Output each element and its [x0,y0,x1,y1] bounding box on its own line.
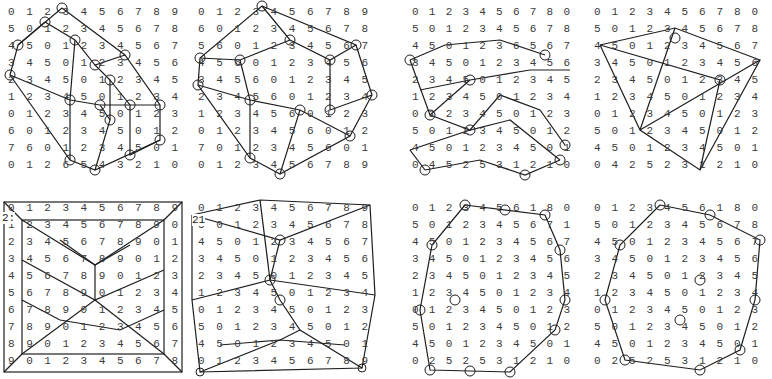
grid-row: 8 9 0 1 2 3 4 5 6 7 [8,338,178,350]
grid-row: 2 3 4 5 6 7 8 9 0 1 [8,236,178,248]
grid-row: 3 4 5 6 0 1 2 3 4 5 [198,74,368,86]
grid-row: 4 5 0 1 2 3 4 5 0 1 [594,142,758,154]
grid-row: 5 0 1 2 3 4 5 6 7 8 [594,219,758,231]
grid-row: 0 1 2 3 4 5 0 1 2 3 [594,304,758,316]
grid-row: 0 1 2 3 4 5 0 1 2 3 [412,304,570,316]
grid-row: 1 2 3 4 5 0 1 2 3 4 [594,91,758,103]
grid-row: 1 2 3 4 5 0 1 2 3 4 [8,91,178,103]
grid-row: 6 0 1 2 3 4 5 0 1 2 [8,125,178,137]
grid-row: 2 3 4 5 0 1 2 3 4 5 [594,270,758,282]
grid-row: 4 5 0 1 2 3 4 5 0 1 [412,142,570,154]
grid-row: 1 2 3 4 5 0 1 2 3 4 [412,91,570,103]
grid-row: 6 7 8 9 0 1 2 3 4 5 [8,304,178,316]
grid-row: 4 5 6 0 1 2 3 4 5 6 [198,57,368,69]
grid-row: 3 4 5 0 1 2 3 4 5 6 [8,57,178,69]
grid-row: 0 2 5 2 5 3 1 2 1 0 [594,355,758,367]
grid-row: 2 3 4 5 0 1 2 3 4 5 [8,74,178,86]
grid-row: 0 4 5 2 5 3 1 2 1 0 [412,159,570,171]
grid-row: 0 4 2 5 2 3 1 2 1 0 [594,159,758,171]
grid-row: 3 4 5 0 1 2 3 4 5 6 [594,57,758,69]
grid-row: 1 2 3 4 5 0 1 2 3 4 [594,287,758,299]
grid-row: 0 1 2 3 4 5 0 1 2 3 [412,108,570,120]
grid-row: 0 1 2 6 5 4 3 2 1 0 [8,159,178,171]
grid-row: 5 0 1 2 3 4 5 0 1 2 [412,321,570,333]
grid-row: 3 4 5 6 7 8 9 0 1 2 [8,253,178,265]
grid-row: 0 1 2 3 4 5 6 7 8 9 [8,202,178,214]
grid-row: 0 1 2 3 4 5 0 1 2 3 [594,108,758,120]
grid-row: 2 3 4 5 0 1 2 3 4 5 [594,74,758,86]
grid-row: 4 5 0 1 2 3 4 5 6 7 [412,236,570,248]
grid-row: 5 0 1 2 3 4 5 6 7 8 [8,23,178,35]
grid-row: 2 3 4 5 0 1 2 3 4 5 [198,270,368,282]
grid-row: 3 4 5 0 1 2 3 4 5 6 [594,253,758,265]
grid-row: 0 1 2 3 4 5 6 7 8 0 [412,6,570,18]
grid-row: 9 0 1 2 3 4 5 6 7 8 [8,355,178,367]
grid-row: 0 1 2 3 4 5 6 7 8 9 [198,6,368,18]
grid-row: 5 6 7 8 9 0 1 2 3 4 [8,287,178,299]
grid-row: 4 5 0 1 2 3 4 5 6 7 [594,236,758,248]
grid-row: 0 1 2 3 4 5 6 7 8 9 [198,159,368,171]
grid-row: 3 4 5 0 1 2 3 4 5 6 [412,57,570,69]
grid-row: 5 0 1 2 3 4 5 6 7 8 [412,23,570,35]
panel-mark: 21 [192,214,205,226]
grid-row: 5 6 0 1 2 3 4 5 6 7 [198,40,368,52]
grid-row: 0 1 2 3 4 5 6 1 8 0 [412,202,570,214]
grid-row: 6 0 1 2 3 4 5 6 7 8 [198,23,368,35]
grid-row: 5 0 1 2 3 4 5 6 7 1 [412,219,570,231]
grid-row: 5 0 1 2 3 4 5 0 1 2 [594,125,758,137]
grid-row: 3 4 5 0 1 2 3 4 5 6 [412,253,570,265]
grid-row: 4 5 0 1 2 3 4 5 6 7 [8,40,178,52]
grid-row: 4 5 0 1 2 3 4 5 6 7 [594,40,758,52]
graph-drawing [405,40,570,180]
grid-row: 0 1 2 3 4 5 6 1 8 0 [594,202,758,214]
grid-row: 1 2 3 4 5 0 1 2 3 4 [412,287,570,299]
grid-row: 0 1 2 3 4 5 6 7 8 9 [198,355,368,367]
grid-row: 4 5 0 1 2 3 4 5 6 7 [198,236,368,248]
grid-row: 1 2 3 4 5 6 7 8 9 0 [8,219,178,231]
grid-row: 0 2 5 2 5 3 1 2 1 0 [412,355,570,367]
grid-row: 5 0 1 2 3 4 5 0 1 2 [412,125,570,137]
grid-row: 7 6 0 1 2 3 4 5 0 1 [8,142,178,154]
grid-row: 5 0 1 2 3 4 5 0 1 2 [198,321,368,333]
grid-row: 0 1 2 3 4 5 6 7 8 9 [198,202,368,214]
grid-row: 0 1 2 3 4 5 6 7 8 0 [594,6,758,18]
grid-row: 3 4 5 0 1 2 3 4 5 6 [198,253,368,265]
grid-row: 7 0 1 2 3 4 5 6 0 1 [198,142,368,154]
grid-row: 1 2 3 4 5 6 0 1 2 3 [198,108,368,120]
grid-row: 5 0 1 2 3 4 5 6 7 8 [198,219,368,231]
grid-row: 4 5 0 1 2 3 4 5 0 1 [412,338,570,350]
grid-row: 0 1 2 3 4 5 0 1 2 3 [198,304,368,316]
grid-row: 5 0 1 2 3 4 5 6 7 8 [594,23,758,35]
grid-row: 4 5 6 7 8 9 0 1 2 3 [8,270,178,282]
grid-row: 5 0 1 2 3 4 5 0 1 2 [594,321,758,333]
grid-row: 7 8 9 0 1 2 3 4 5 6 [8,321,178,333]
grid-row: 0 1 2 3 4 5 6 7 8 9 [8,6,178,18]
grid-row: 2 3 4 5 6 0 1 2 3 4 [198,91,368,103]
grid-row: 0 1 2 3 4 5 6 0 1 2 [198,125,368,137]
graph-drawing [4,202,182,372]
graph-drawing [193,1,377,179]
grid-row: 1 2 3 4 5 0 1 2 3 4 [198,287,368,299]
graph-drawing [192,200,375,376]
grid-row: 4 5 0 1 2 3 6 5 6 7 [412,40,570,52]
grid-row: 0 1 2 3 4 5 0 1 2 3 [8,108,178,120]
grid-row: 4 5 0 1 2 3 4 5 0 1 [594,338,758,350]
grid-row: 2 3 4 5 0 1 2 3 4 5 [412,74,570,86]
grid-row: 2 3 4 5 0 1 2 3 4 5 [412,270,570,282]
grid-row: 4 5 0 1 2 3 4 5 0 1 [198,338,368,350]
panel-mark: 2: [2,212,15,224]
